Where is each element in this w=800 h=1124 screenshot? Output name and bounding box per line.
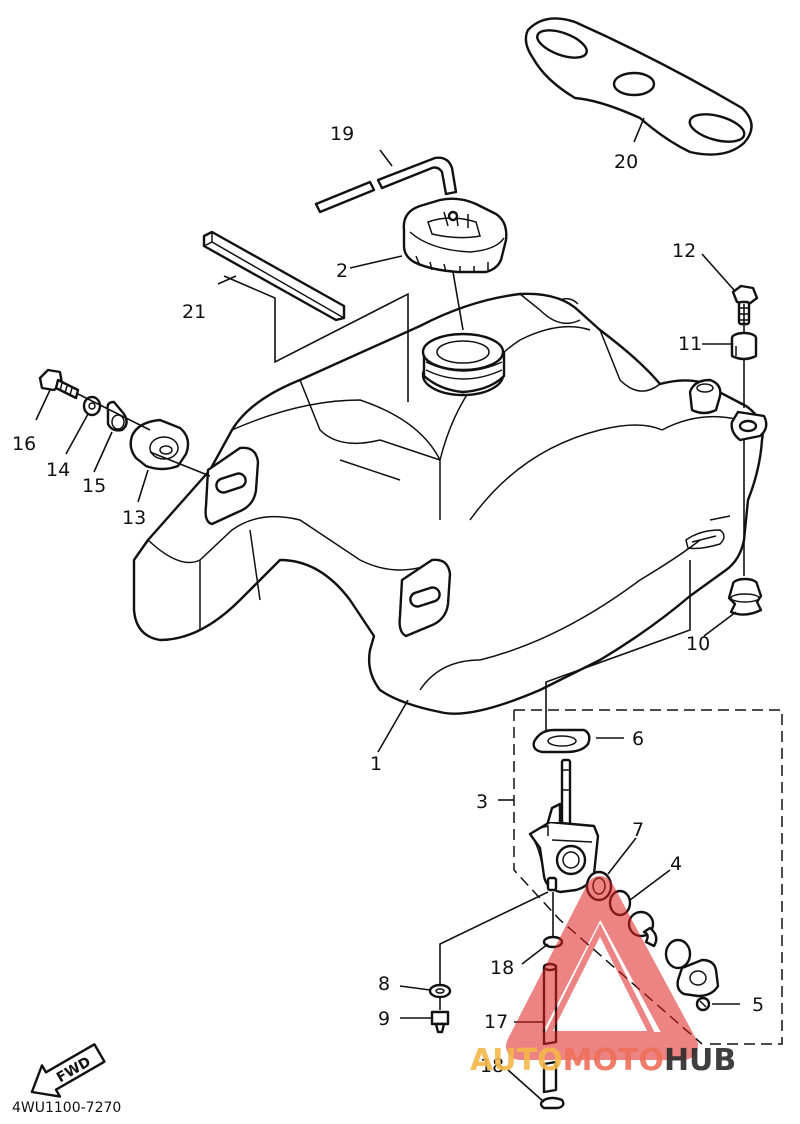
- label-part-1: 1: [370, 753, 382, 775]
- label-part-19: 19: [330, 123, 354, 145]
- part-5-screw: [695, 996, 711, 1012]
- label-part-16: 16: [12, 433, 36, 455]
- part-6-gasket: [532, 728, 591, 754]
- label-part-13: 13: [122, 507, 146, 529]
- part-1-fuel-tank: [132, 292, 768, 715]
- label-part-8: 8: [378, 973, 390, 995]
- watermark-auto: AUTO: [470, 1043, 563, 1078]
- leader-lines: [35, 117, 783, 1103]
- part-16-bolt: [38, 368, 80, 400]
- part-10-damper: [727, 577, 763, 616]
- diagram-code: 4WU1100-7270: [12, 1100, 121, 1116]
- label-part-12: 12: [672, 240, 696, 262]
- label-part-20: 20: [614, 151, 638, 173]
- part-11-collar: [730, 331, 758, 361]
- part-4-lever: [627, 910, 720, 998]
- part-20-plate: [524, 17, 753, 156]
- label-part-9: 9: [378, 1008, 390, 1030]
- fwd-arrow: FWD: [30, 1043, 106, 1098]
- watermark-hub: HUB: [664, 1043, 736, 1078]
- label-part-15: 15: [82, 475, 106, 497]
- label-part-17: 17: [484, 1011, 508, 1033]
- part-2-fuel-cap: [402, 197, 508, 274]
- label-part-2: 2: [336, 260, 348, 282]
- part-19-breather-hose: [314, 156, 458, 214]
- part-15-collar: [106, 400, 128, 432]
- label-part-21: 21: [182, 301, 206, 323]
- part-3-fuel-cock: [528, 758, 600, 894]
- watermark-text: AUTOMOTOHUB: [470, 1043, 736, 1078]
- part-18-clip-lower: [539, 1096, 565, 1110]
- label-part-14: 14: [46, 459, 70, 481]
- label-part-6: 6: [632, 728, 644, 750]
- part-labels: 1 2 3 4 5 6 7 8 9 10 11 12 13 14 15 16 1…: [12, 123, 764, 1077]
- label-part-3: 3: [476, 791, 488, 813]
- part-21-foam-strip: [202, 230, 346, 322]
- label-part-11: 11: [678, 333, 702, 355]
- part-14-washer: [82, 395, 102, 417]
- label-part-10: 10: [686, 633, 710, 655]
- label-part-18-lower: 18: [480, 1055, 504, 1077]
- part-13-grommet: [129, 418, 190, 471]
- part-9-drain-screw: [430, 1010, 450, 1034]
- label-part-18-upper: 18: [490, 957, 514, 979]
- label-part-4: 4: [670, 853, 682, 875]
- watermark-moto: MOTO: [563, 1043, 664, 1078]
- label-part-5: 5: [752, 994, 764, 1016]
- watermark-triangle: [506, 876, 698, 1060]
- part-12-bolt: [731, 284, 759, 326]
- label-part-7: 7: [632, 819, 644, 841]
- part-8-washer: [428, 983, 452, 999]
